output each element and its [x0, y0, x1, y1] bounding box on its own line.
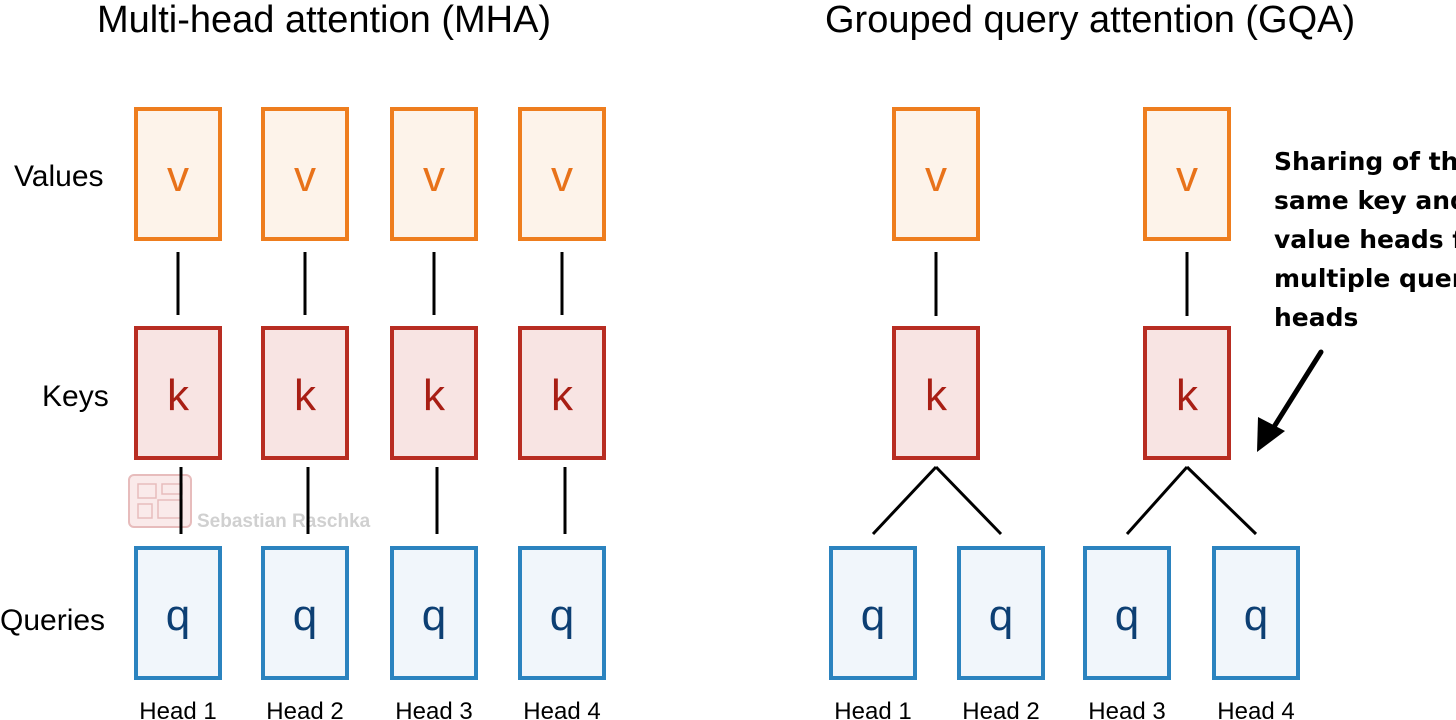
shared-value-head: v [892, 107, 980, 241]
value-head-box [518, 107, 606, 241]
head-label: Head 2 [962, 698, 1039, 720]
value-head-letter: v [167, 152, 189, 201]
query-head-box [261, 546, 349, 680]
query-head-box [390, 546, 478, 680]
shared-value-head-letter: v [925, 152, 947, 201]
key-head-box [261, 326, 349, 460]
watermark-text: Sebastian Raschka [197, 511, 371, 532]
watermark: Sebastian Raschka [128, 474, 371, 532]
query-head: q [1212, 546, 1300, 680]
value-head-letter: v [551, 152, 573, 201]
key-query-branch [934, 465, 1003, 536]
value-head-box [261, 107, 349, 241]
value-head: v [518, 107, 606, 241]
value-head-letter: v [423, 152, 445, 201]
watermark-logo [128, 474, 192, 528]
query-head: q [518, 546, 606, 680]
value-head: v [390, 107, 478, 241]
key-query-branch [1185, 465, 1258, 536]
query-head-box [1212, 546, 1300, 680]
value-head: v [261, 107, 349, 241]
annotation-arrow-icon [1257, 349, 1324, 452]
query-head-letter: q [550, 591, 574, 640]
annotation-line: heads [1274, 303, 1358, 332]
query-head: q [1083, 546, 1171, 680]
query-head-letter: q [1115, 591, 1139, 640]
annotation-text: Sharing of the same key and value heads … [1274, 147, 1456, 332]
shared-value-head: v [1143, 107, 1231, 241]
key-head: k [261, 326, 349, 460]
query-head-letter: q [422, 591, 446, 640]
annotation-line: value heads for [1274, 225, 1456, 254]
row-label-queries: Queries [0, 604, 105, 637]
key-head: k [390, 326, 478, 460]
key-head: k [134, 326, 222, 460]
annotation-line: same key and [1274, 186, 1456, 215]
row-label-values: Values [14, 160, 104, 193]
query-head: q [134, 546, 222, 680]
gqa-title: Grouped query attention (GQA) [825, 0, 1355, 41]
query-head: q [957, 546, 1045, 680]
head-label: Head 3 [395, 698, 472, 720]
row-label-keys: Keys [42, 380, 109, 413]
shared-key-head: k [892, 326, 980, 460]
query-head: q [390, 546, 478, 680]
query-head-letter: q [293, 591, 317, 640]
key-query-branch [1125, 465, 1189, 536]
head-label: Head 4 [523, 698, 600, 720]
query-head-letter: q [1244, 591, 1268, 640]
shared-key-head-box [1143, 326, 1231, 460]
query-head-box [134, 546, 222, 680]
query-head-box [1083, 546, 1171, 680]
query-head-letter: q [861, 591, 885, 640]
head-label: Head 1 [834, 698, 911, 720]
query-head: q [829, 546, 917, 680]
value-head: v [134, 107, 222, 241]
head-label: Head 1 [139, 698, 216, 720]
shared-key-head-letter: k [925, 371, 948, 420]
key-head-letter: k [167, 371, 190, 420]
head-label: Head 3 [1088, 698, 1165, 720]
annotation-line: multiple query [1274, 264, 1456, 293]
query-head-letter: q [989, 591, 1013, 640]
query-head-box [518, 546, 606, 680]
query-head-letter: q [166, 591, 190, 640]
shared-key-head-letter: k [1176, 371, 1199, 420]
shared-value-head-box [892, 107, 980, 241]
query-head: q [261, 546, 349, 680]
key-head-letter: k [294, 371, 317, 420]
shared-key-head-box [892, 326, 980, 460]
value-head-letter: v [294, 152, 316, 201]
shared-value-head-letter: v [1176, 152, 1198, 201]
key-head-letter: k [423, 371, 446, 420]
head-label: Head 4 [1217, 698, 1294, 720]
key-head-box [518, 326, 606, 460]
shared-value-head-box [1143, 107, 1231, 241]
key-head-box [134, 326, 222, 460]
mha-title: Multi-head attention (MHA) [97, 0, 551, 41]
query-head-box [957, 546, 1045, 680]
annotation-line: Sharing of the [1274, 147, 1456, 176]
key-head: k [518, 326, 606, 460]
query-head-box [829, 546, 917, 680]
value-head-box [390, 107, 478, 241]
value-head-box [134, 107, 222, 241]
key-head-box [390, 326, 478, 460]
shared-key-head: k [1143, 326, 1231, 460]
head-label: Head 2 [266, 698, 343, 720]
key-head-letter: k [551, 371, 574, 420]
key-query-branch [871, 465, 938, 536]
